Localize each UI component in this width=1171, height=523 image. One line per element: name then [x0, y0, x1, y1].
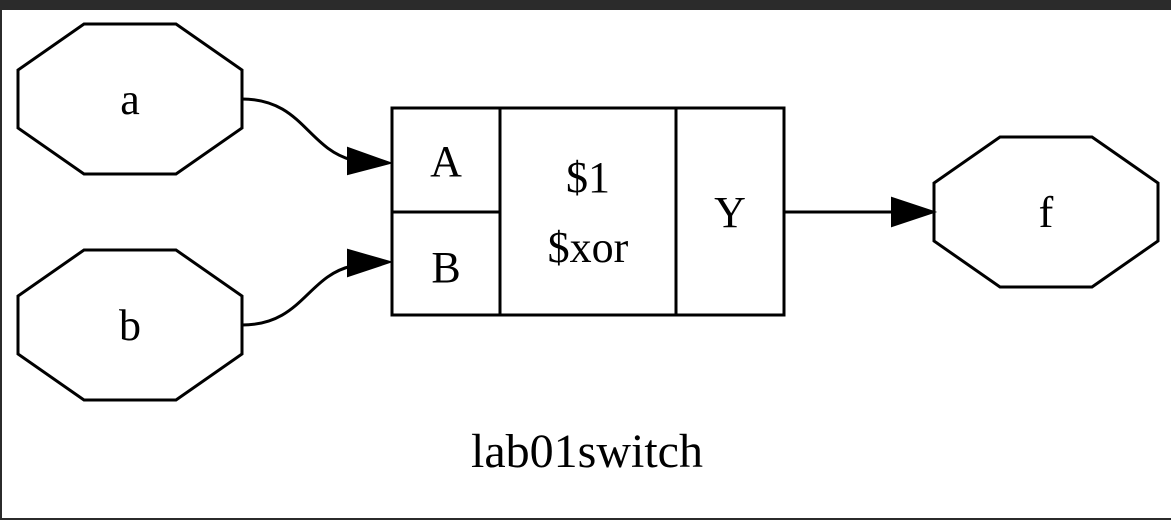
- input-port-b: b: [16, 248, 244, 402]
- input-port-a-label: a: [120, 75, 140, 124]
- cell-port-a-label: A: [430, 137, 462, 186]
- input-port-a: a: [16, 22, 244, 176]
- edge-a-to-A-arrowhead: [347, 146, 394, 176]
- cell-name: $1: [566, 153, 610, 202]
- edge-a-to-A: [241, 97, 394, 176]
- netlist-diagram: a b A B $1 $xor Y f: [16, 22, 1160, 478]
- edge-b-to-B-arrowhead: [347, 248, 394, 278]
- cell-port-b-label: B: [431, 243, 460, 292]
- diagram-canvas: a b A B $1 $xor Y f: [2, 10, 1171, 518]
- input-port-a-shape: [16, 22, 244, 176]
- output-port-f-shape: [932, 135, 1160, 289]
- output-port-f: f: [932, 135, 1160, 289]
- input-port-b-shape: [16, 248, 244, 402]
- cell-port-y-label: Y: [714, 188, 746, 237]
- edge-a-to-A-line: [241, 97, 353, 162]
- edge-b-to-B: [241, 248, 394, 327]
- xor-cell: A B $1 $xor Y: [390, 106, 786, 317]
- module-title: lab01switch: [471, 425, 703, 478]
- edge-Y-to-f-arrowhead: [891, 196, 938, 228]
- edge-Y-to-f: [784, 196, 938, 228]
- input-port-b-label: b: [119, 301, 141, 350]
- edge-b-to-B-line: [241, 264, 353, 327]
- output-port-f-label: f: [1039, 188, 1054, 237]
- cell-type: $xor: [548, 223, 629, 272]
